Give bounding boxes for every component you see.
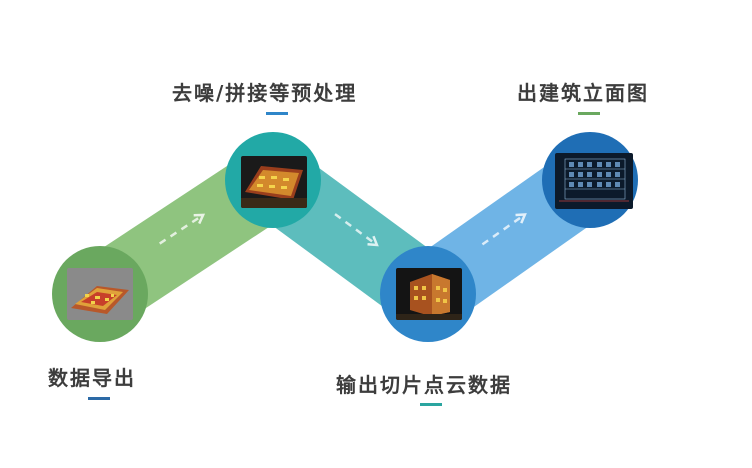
flow-arrow-head-0 (193, 213, 206, 225)
step-underline-facade (578, 112, 600, 115)
point-cloud-block-icon (67, 268, 133, 320)
step-label-facade: 出建筑立面图 (517, 81, 649, 105)
step-underline-preprocess (266, 112, 288, 115)
flow-arrow-head-2 (515, 213, 527, 224)
step-label-slice-output: 输出切片点云数据 (336, 373, 512, 397)
flow-arrow-head-1 (367, 235, 379, 247)
step-underline-slice-output (420, 403, 442, 406)
point-cloud-building-icon (241, 156, 307, 208)
step-underline-export (88, 397, 110, 400)
step-label-preprocess: 去噪/拼接等预处理 (172, 81, 358, 105)
flow-arrow-line-1 (334, 213, 378, 246)
flow-arrow-line-2 (481, 213, 526, 246)
step-label-export: 数据导出 (48, 366, 136, 390)
point-cloud-tower-icon (396, 268, 462, 320)
flow-arrow-line-0 (159, 213, 204, 245)
facade-drawing-icon (555, 153, 633, 209)
